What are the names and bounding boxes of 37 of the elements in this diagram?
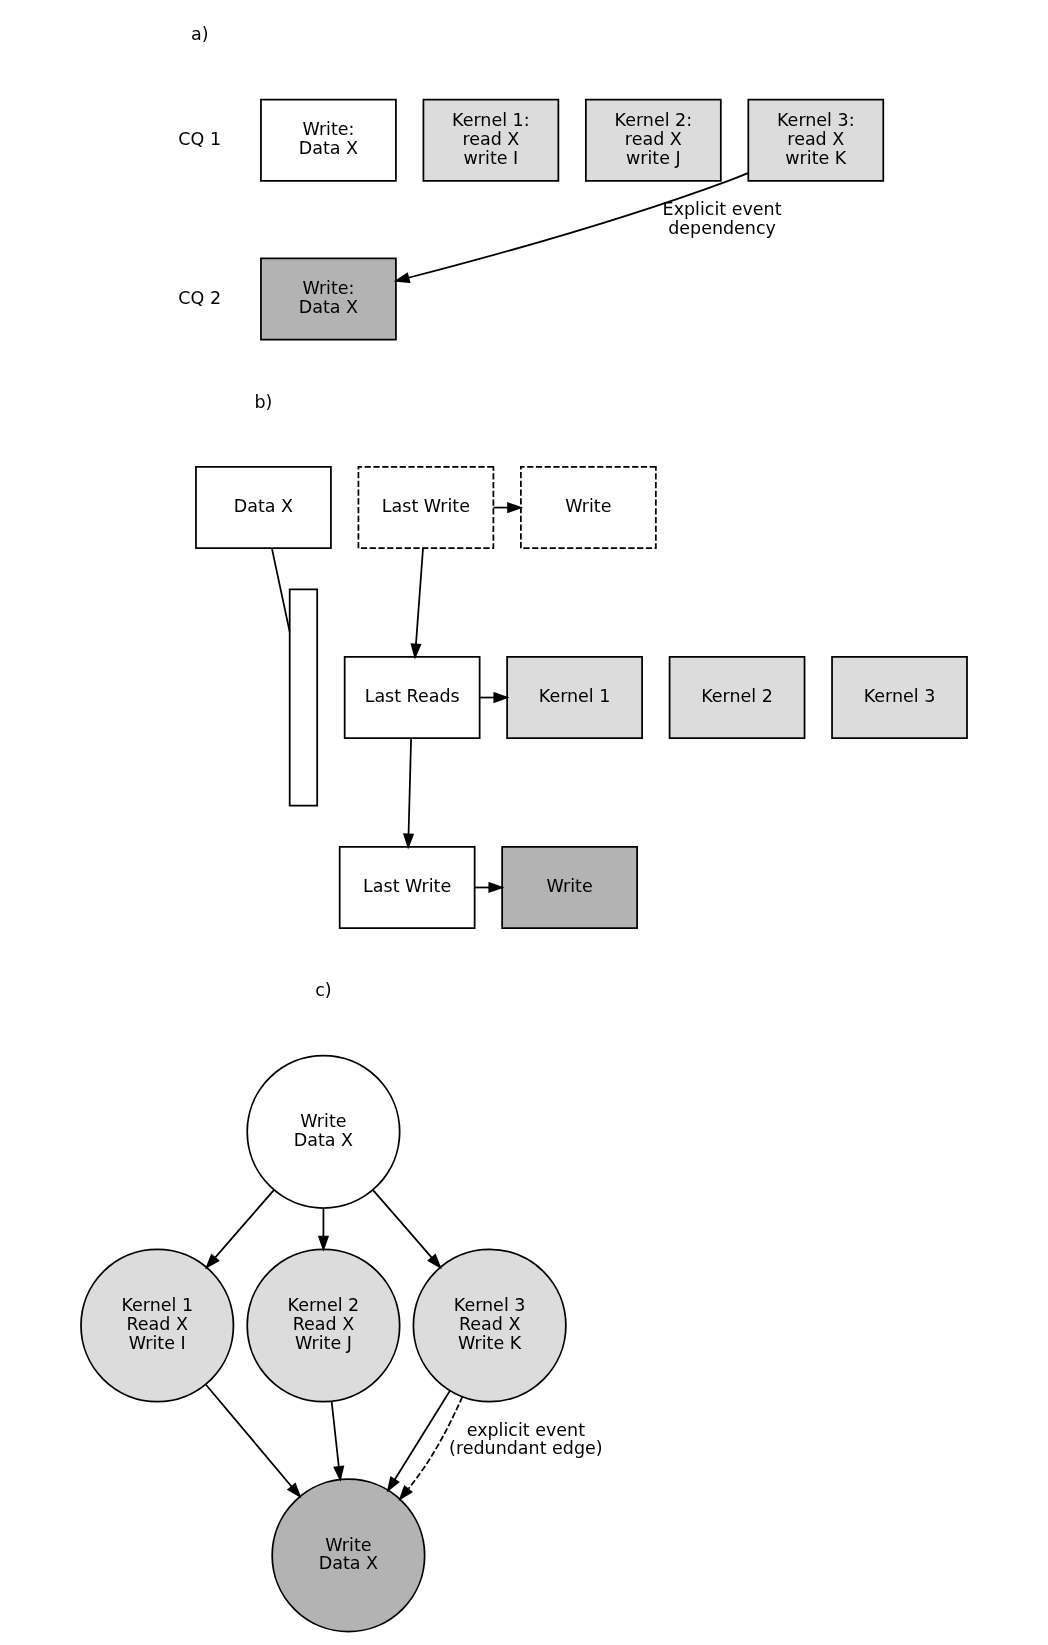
arrow bbox=[386, 1389, 451, 1493]
node-circle: Kernel 1 Read X Write I bbox=[80, 1248, 235, 1403]
node-box: Kernel 1 bbox=[506, 656, 643, 740]
edge-label: explicit event (redundant edge) bbox=[449, 1419, 603, 1459]
connector bbox=[271, 547, 291, 633]
node-box: Write bbox=[520, 466, 657, 550]
node-bar bbox=[288, 588, 319, 807]
node-box: Kernel 3 bbox=[831, 656, 968, 740]
label: CQ 2 bbox=[178, 287, 222, 308]
arrow bbox=[393, 172, 749, 283]
node-box: Data X bbox=[195, 466, 332, 550]
node-box: Write: Data X bbox=[260, 98, 397, 182]
node-box: Kernel 1: read X write I bbox=[422, 98, 560, 182]
node-box: Kernel 2 bbox=[668, 656, 806, 740]
node-box: Write: Data X bbox=[260, 257, 397, 341]
node-box: Last Write bbox=[357, 466, 495, 550]
node-circle: Kernel 3 Read X Write K bbox=[412, 1248, 567, 1403]
node-box: Write bbox=[501, 846, 638, 929]
arrow bbox=[398, 1395, 464, 1501]
edge-label: Explicit event dependency bbox=[662, 198, 782, 238]
node-box: Kernel 2: read X write J bbox=[585, 98, 722, 182]
arrow bbox=[371, 1189, 442, 1270]
label: CQ 1 bbox=[178, 128, 222, 149]
arrow bbox=[317, 1207, 330, 1252]
arrow bbox=[330, 1400, 345, 1482]
label: a) bbox=[190, 24, 209, 45]
node-circle: Write Data X bbox=[246, 1054, 401, 1209]
node-box: Last Write bbox=[338, 846, 476, 929]
node-box: Last Reads bbox=[343, 656, 481, 740]
arrow bbox=[205, 1383, 302, 1499]
label: c) bbox=[315, 980, 332, 1001]
arrow bbox=[402, 737, 415, 850]
arrow bbox=[205, 1189, 275, 1270]
label: b) bbox=[254, 391, 273, 412]
arrow bbox=[410, 547, 424, 660]
node-circle: Kernel 2 Read X Write J bbox=[246, 1248, 401, 1403]
node-box: Kernel 3: read X write K bbox=[747, 98, 885, 182]
